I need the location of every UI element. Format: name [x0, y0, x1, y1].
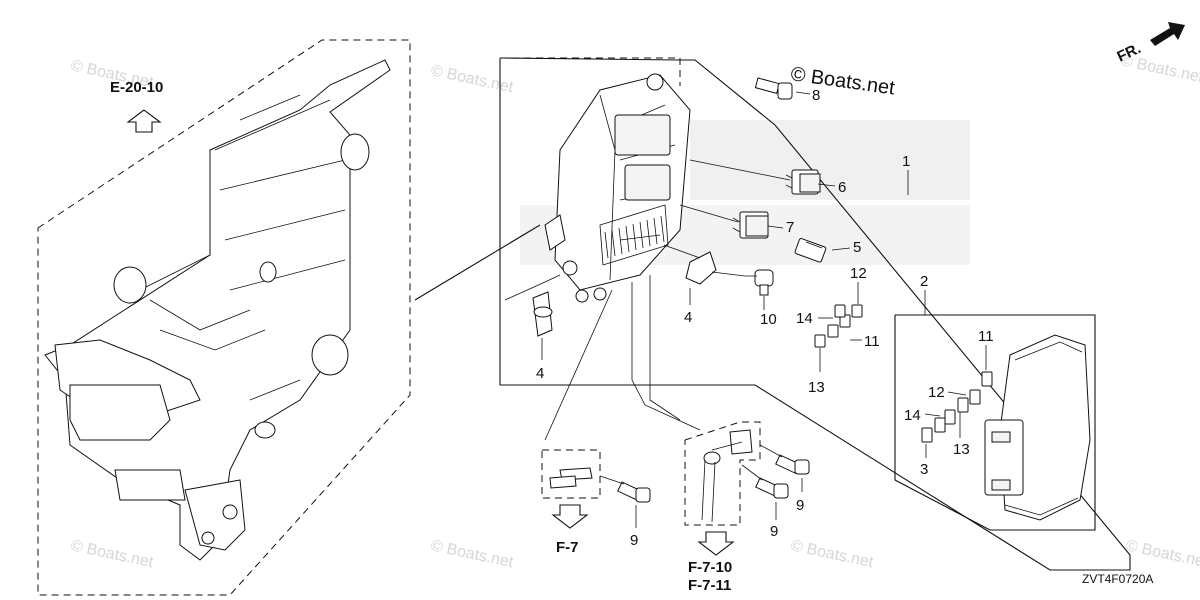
- callout-9-c[interactable]: 9: [796, 497, 804, 514]
- fuse-box-outline-top: [499, 57, 681, 61]
- callout-12-inner[interactable]: 12: [850, 265, 867, 282]
- clip-4-left: [532, 291, 553, 337]
- callout-6[interactable]: 6: [838, 179, 846, 196]
- ref-f-7-11[interactable]: F-7-11: [688, 577, 731, 594]
- callout-14-inner[interactable]: 14: [796, 310, 813, 327]
- ref-f-7-10[interactable]: F-7-10: [688, 559, 732, 576]
- callout-9-a[interactable]: 9: [630, 532, 638, 549]
- relay-7: [732, 211, 769, 239]
- bracket-assembly-outline: [37, 39, 411, 596]
- callout-14-cover[interactable]: 14: [904, 407, 921, 424]
- watermark: © Boats.net: [1124, 537, 1200, 571]
- bolt-9-c: [775, 454, 810, 475]
- fuse-box-cover: [984, 334, 1091, 521]
- bolt-10: [754, 269, 774, 296]
- callout-9-b[interactable]: 9: [770, 523, 778, 540]
- callout-12-cover[interactable]: 12: [928, 384, 945, 401]
- down-arrow-icon: [697, 531, 735, 556]
- f710-terminal-box: [684, 421, 761, 526]
- down-arrow-icon: [551, 504, 589, 529]
- callout-5[interactable]: 5: [853, 239, 861, 256]
- front-arrow-icon: [1150, 22, 1185, 46]
- callout-10[interactable]: 10: [760, 311, 777, 328]
- callout-4-left[interactable]: 4: [536, 365, 544, 382]
- bolt-9-b: [755, 477, 789, 499]
- fuse-5: [794, 238, 827, 263]
- leader-f710-b: [649, 275, 681, 421]
- terminal-f710: [701, 429, 753, 523]
- callout-3[interactable]: 3: [920, 461, 928, 478]
- diagram-code: ZVT4F0720A: [1082, 572, 1153, 586]
- ref-e-20-10[interactable]: E-20-10: [110, 79, 163, 96]
- terminal-f7: [549, 467, 593, 489]
- leader-f710: [631, 282, 701, 431]
- callout-11-inner[interactable]: 11: [864, 333, 880, 350]
- fuse-group-inner: [814, 304, 863, 348]
- watermark: © Boats.net: [789, 537, 875, 571]
- callout-13-cover[interactable]: 13: [953, 441, 970, 458]
- fuse-box-body: [544, 73, 691, 303]
- fuse-box-outline-main: [499, 58, 1131, 571]
- cover-outline: [894, 314, 1096, 531]
- watermark: © Boats.net: [429, 537, 515, 571]
- watermark: © Boats.net: [429, 62, 515, 96]
- callout-2[interactable]: 2: [920, 273, 928, 290]
- callout-8[interactable]: 8: [812, 87, 820, 104]
- ref-f-7[interactable]: F-7: [556, 539, 579, 556]
- leader-fusebox-bracket: [414, 224, 541, 301]
- fuse-group-cover: [921, 371, 993, 443]
- leader-f7: [544, 289, 613, 441]
- callout-4-right[interactable]: 4: [684, 309, 692, 326]
- relay-6: [785, 169, 821, 195]
- copyright-text: © Boats.net: [789, 63, 896, 99]
- f7-terminal-box: [541, 449, 601, 499]
- clip-4-right: [663, 244, 717, 285]
- callout-7[interactable]: 7: [786, 219, 794, 236]
- fuse-box-outline: [500, 57, 681, 86]
- bolt-9-a: [617, 481, 651, 503]
- up-arrow-icon: [126, 109, 162, 133]
- callout-13-inner[interactable]: 13: [808, 379, 825, 396]
- callout-1[interactable]: 1: [902, 153, 910, 170]
- bolt-8: [754, 77, 793, 100]
- watermark: © Boats.net: [69, 537, 155, 571]
- bracket-assembly: [44, 59, 391, 561]
- callout-11-cover[interactable]: 11: [978, 328, 994, 345]
